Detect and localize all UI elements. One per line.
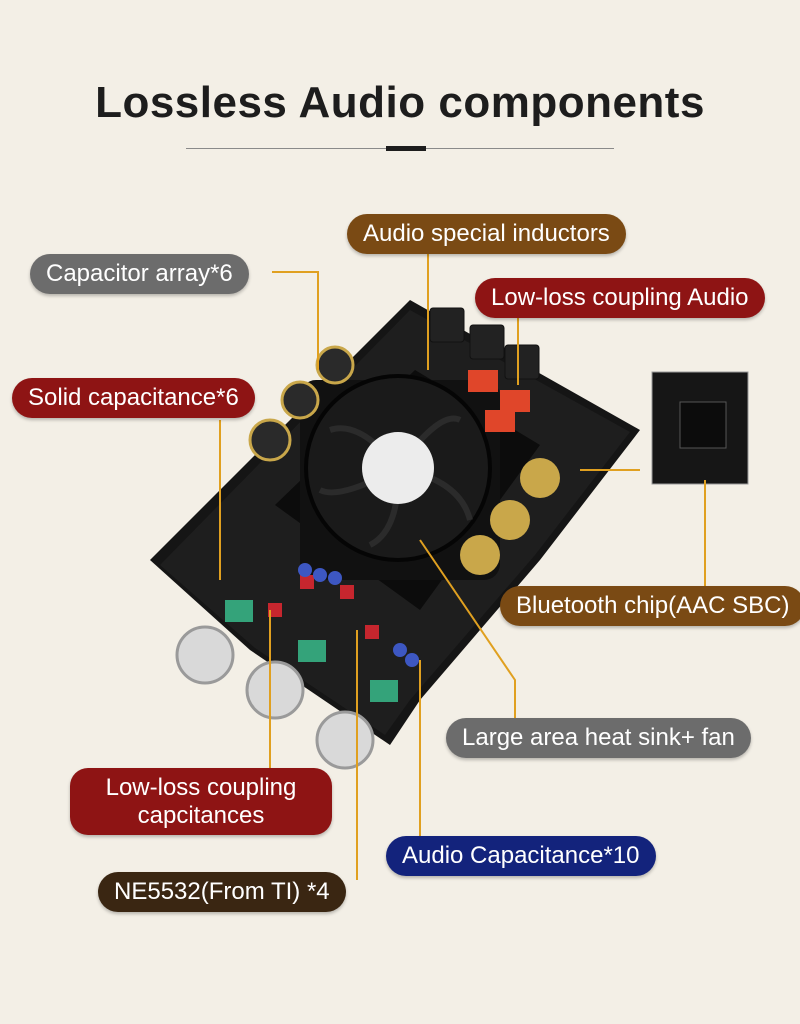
callout-heat-sink-fan: Large area heat sink+ fan bbox=[446, 718, 751, 758]
coupling-capacitors bbox=[268, 575, 379, 639]
callout-ne5532: NE5532(From TI) *4 bbox=[98, 872, 346, 912]
audio-capacitors bbox=[298, 563, 419, 667]
inductors bbox=[468, 370, 530, 432]
callout-solid-capacitance: Solid capacitance*6 bbox=[12, 378, 255, 418]
fan-hub bbox=[362, 432, 434, 504]
callout-capacitor-array: Capacitor array*6 bbox=[30, 254, 249, 294]
callout-audio-inductors: Audio special inductors bbox=[347, 214, 626, 254]
speaker-terminals bbox=[429, 307, 540, 380]
volume-knobs bbox=[175, 625, 375, 770]
callout-low-loss-coupling-caps-line2: capcitances bbox=[137, 801, 265, 829]
callout-low-loss-coupling-caps: Low-loss coupling capcitances bbox=[70, 768, 332, 836]
callout-audio-capacitance: Audio Capacitance*10 bbox=[386, 836, 656, 876]
page-title: Lossless Audio components bbox=[95, 78, 705, 127]
heatsink-fan bbox=[275, 370, 540, 610]
electrolytic-capacitors bbox=[248, 345, 560, 575]
potentiometers bbox=[225, 600, 398, 702]
callout-low-loss-coupling-caps-line1: Low-loss coupling bbox=[105, 774, 297, 801]
title-divider-accent bbox=[386, 146, 426, 151]
callout-bluetooth-chip: Bluetooth chip(AAC SBC) bbox=[500, 586, 800, 626]
bluetooth-chip-inset bbox=[651, 371, 749, 485]
callout-low-loss-coupling-audio: Low-loss coupling Audio bbox=[475, 278, 765, 318]
